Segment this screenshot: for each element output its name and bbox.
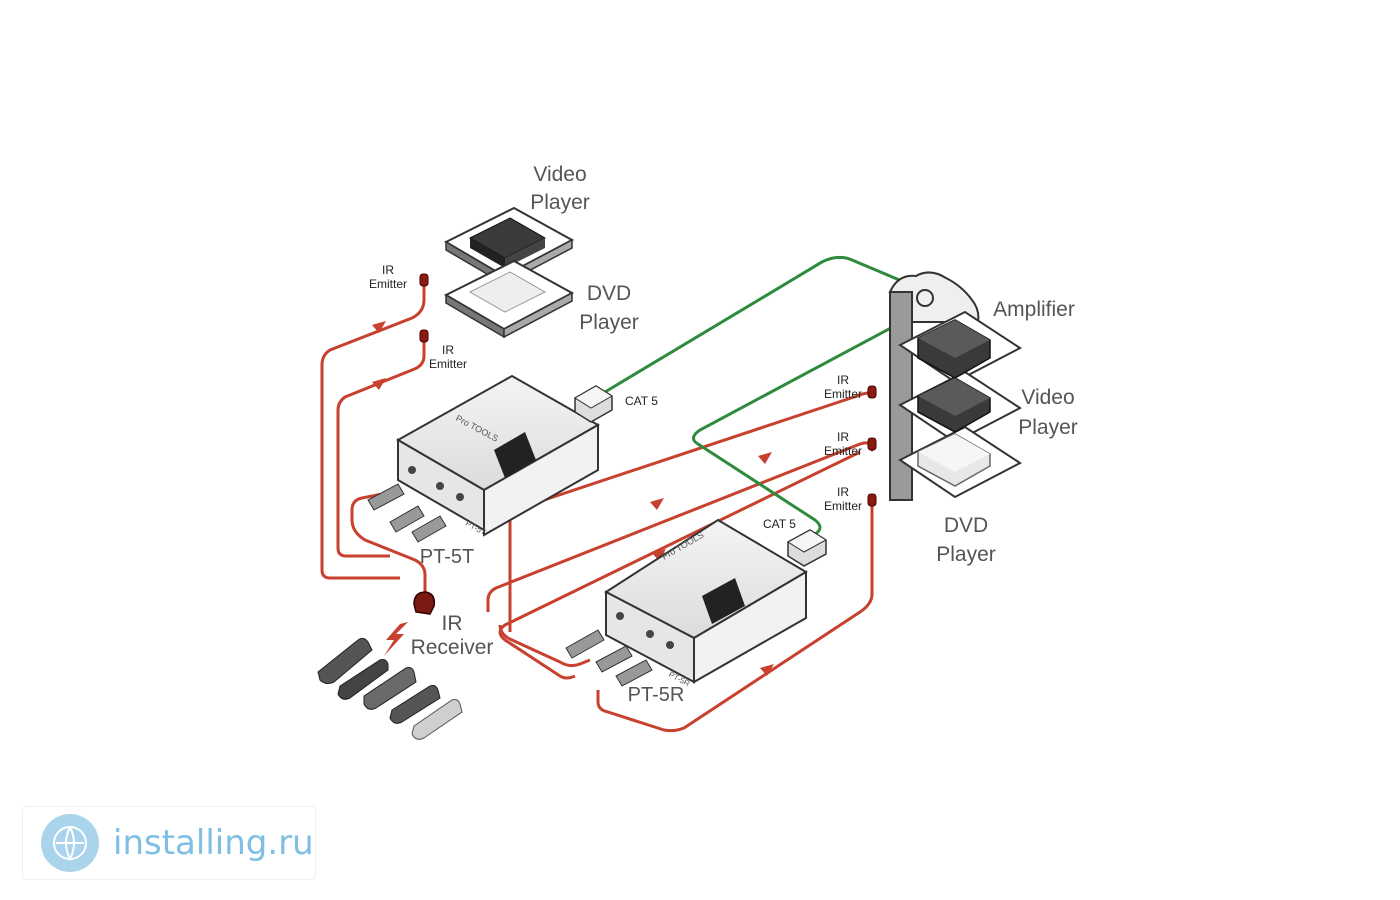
- cat5-cable-main: [604, 255, 936, 542]
- label-ir-emitter-r3b: Emitter: [824, 499, 862, 513]
- ir-cable-receiver: [350, 490, 427, 600]
- label-dvd-player-top-2: Player: [579, 311, 639, 334]
- ir-emitter-bulb-2: [419, 329, 429, 343]
- label-ir-emitter-r3a: IR: [837, 485, 849, 499]
- label-amplifier: Amplifier: [993, 298, 1075, 321]
- label-pt5r: PT-5R: [628, 684, 685, 706]
- ir-signal-bolt-icon: [384, 622, 408, 656]
- label-ir-emitter-r2b: Emitter: [824, 444, 862, 458]
- label-dvd-player-right-2: Player: [936, 543, 996, 566]
- label-video-player-right-2: Player: [1018, 416, 1078, 439]
- label-ir-emitter-1a: IR: [382, 263, 394, 277]
- label-ir-emitter-r1b: Emitter: [824, 387, 862, 401]
- ir-cable-pt5r-4: [498, 450, 861, 680]
- globe-icon: [41, 814, 99, 872]
- remote-controls: [317, 637, 463, 740]
- remote-control-5: [411, 699, 463, 740]
- label-ir-emitter-r1a: IR: [837, 373, 849, 387]
- diagram-labels: Video Player DVD Player IR Emitter IR Em…: [369, 163, 1078, 706]
- watermark: installing.ru: [22, 806, 316, 880]
- ir-emitter-bulb-r3: [867, 493, 877, 507]
- ir-cable-pt5r-5: [596, 500, 874, 733]
- pt5t-device: Pro TOOLS PT-5T: [367, 374, 601, 543]
- ir-emitter-bulb-r1: [867, 385, 877, 399]
- label-pt5t: PT-5T: [420, 546, 474, 568]
- dvd-player-top: [443, 259, 575, 339]
- pt5r-device: Pro TOOLS PT-5R: [565, 518, 808, 689]
- ir-emitter-bulbs: [419, 273, 877, 507]
- label-video-player-right-1: Video: [1021, 386, 1074, 409]
- label-video-player-top-1: Video: [533, 163, 586, 186]
- label-ir-emitter-2b: Emitter: [429, 357, 467, 371]
- ir-cable-emitter-1: [320, 285, 426, 580]
- label-ir-receiver-1: IR: [442, 612, 463, 635]
- remote-control-2: [337, 659, 389, 700]
- label-ir-emitter-1b: Emitter: [369, 277, 407, 291]
- cat5-jack-bottom: [787, 529, 827, 567]
- watermark-text: installing.ru: [113, 823, 314, 863]
- ir-cable-emitter-2: [336, 340, 426, 558]
- cat5-cables: [604, 255, 936, 542]
- ir-cable-arrows: [372, 321, 774, 676]
- label-cat5-bottom: CAT 5: [763, 517, 796, 531]
- video-player-top: [443, 206, 575, 286]
- ir-emitter-bulb-1: [419, 273, 429, 287]
- ir-emitter-bulb-r2: [867, 437, 877, 451]
- label-dvd-player-top-1: DVD: [587, 282, 631, 305]
- label-dvd-player-right-1: DVD: [944, 514, 988, 537]
- remote-control-4: [389, 685, 441, 724]
- label-ir-emitter-2a: IR: [442, 343, 454, 357]
- ir-receiver-device: [384, 591, 436, 656]
- label-video-player-top-2: Player: [530, 191, 590, 214]
- label-cat5-top: CAT 5: [625, 394, 658, 408]
- cat5-jack-top: [574, 385, 613, 423]
- equipment-rack: [888, 271, 1022, 501]
- remote-control-1: [317, 637, 373, 685]
- label-ir-receiver-2: Receiver: [411, 636, 494, 659]
- remote-control-3: [363, 667, 417, 710]
- label-ir-emitter-r2a: IR: [837, 430, 849, 444]
